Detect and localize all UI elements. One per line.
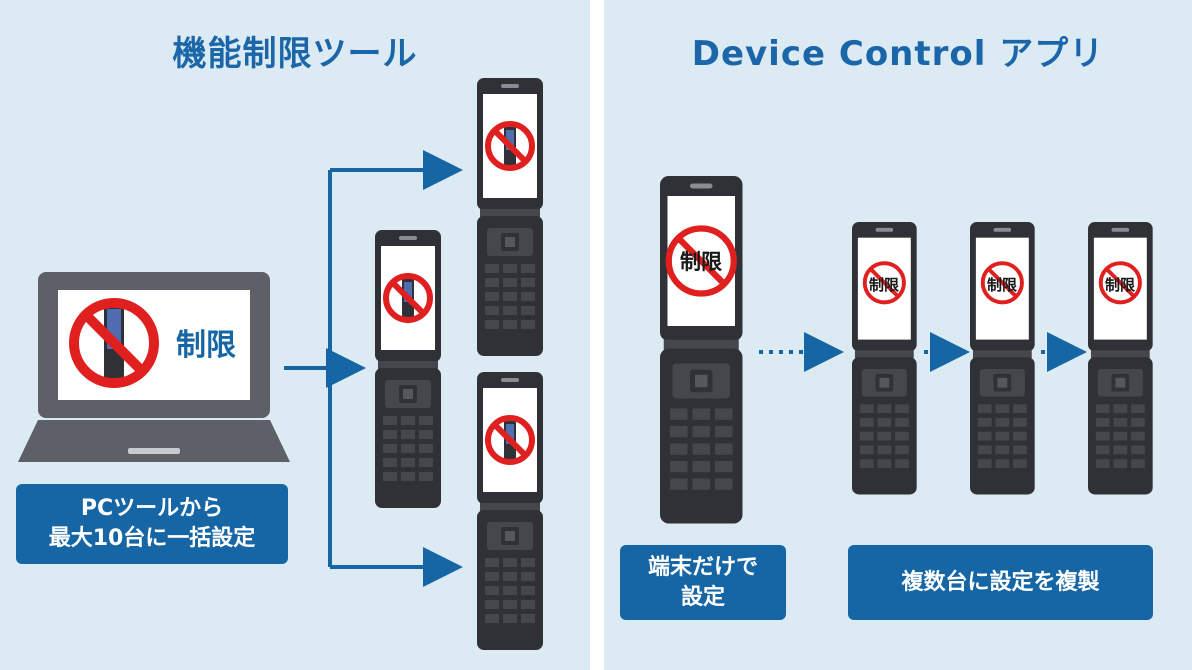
target-phone-text: 制限 — [1105, 276, 1135, 294]
left-illustration: 制限 — [0, 0, 590, 670]
copy-settings-label: 複数台に設定を複製 — [848, 545, 1153, 620]
flip-phone-icon — [477, 372, 543, 650]
flip-phone-icon — [1088, 222, 1153, 494]
device-label-line2: 設定 — [681, 583, 725, 613]
target-phone-text: 制限 — [869, 276, 899, 294]
left-panel: 機能制限ツール — [0, 0, 590, 670]
flip-phone-icon — [852, 222, 917, 494]
laptop-icon — [18, 272, 290, 462]
flip-phone-icon — [477, 78, 543, 356]
pc-label-line2: 最大10台に一括設定 — [49, 524, 256, 554]
flip-phone-icon — [970, 222, 1035, 494]
copy-label-text: 複数台に設定を複製 — [901, 568, 1099, 598]
laptop-screen-text: 制限 — [176, 328, 236, 363]
device-label-line1: 端末だけで — [648, 553, 758, 583]
flip-phone-icon — [660, 176, 743, 524]
target-phone-text: 制限 — [987, 276, 1017, 294]
flip-phone-icon — [375, 230, 441, 508]
panel-divider — [590, 0, 604, 670]
source-phone-text: 制限 — [680, 250, 722, 274]
device-only-label: 端末だけで 設定 — [620, 545, 786, 620]
pc-label-line1: PCツールから — [81, 494, 223, 524]
pc-tool-label: PCツールから 最大10台に一括設定 — [16, 484, 288, 564]
right-panel: Device Control アプリ — [604, 0, 1192, 670]
